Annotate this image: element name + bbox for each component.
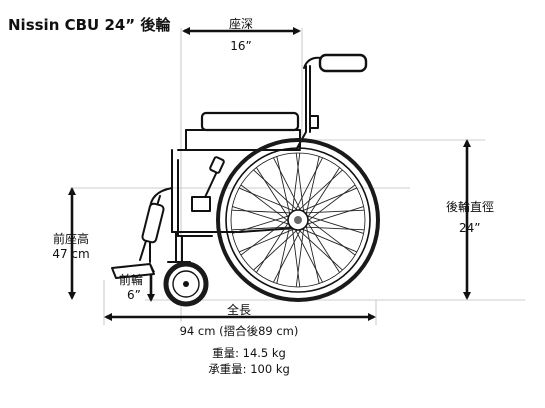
wheel-spoke — [256, 167, 291, 221]
wheel-spoke — [296, 227, 343, 271]
armrest-pad — [200, 111, 300, 132]
wheel-spoke — [253, 227, 300, 271]
wheel-spoke — [238, 187, 297, 213]
wheel-spoke — [240, 184, 291, 224]
front-caster — [163, 261, 209, 307]
wheel-spoke — [240, 216, 291, 256]
wheel-spoke — [305, 167, 340, 221]
footrest-grip — [141, 202, 165, 244]
push-handle — [318, 53, 368, 73]
wheel-spoke — [305, 222, 320, 284]
wheel-spoke — [276, 222, 291, 284]
wheel-spoke — [273, 157, 303, 214]
wheel-spoke — [305, 184, 356, 224]
wheel-spoke — [253, 169, 300, 213]
front-wheel-label: 前輪 — [119, 273, 144, 287]
seat-depth-value: 16” — [230, 39, 252, 53]
front-seat-height-value: 47 cm — [52, 247, 90, 261]
rear-wheel-label: 後輪直徑 — [446, 200, 495, 214]
total-length-value: 94 cm (摺合後89 cm) — [179, 324, 299, 338]
wheel-spoke — [299, 227, 358, 253]
wheel-spoke — [305, 156, 320, 218]
rear-wheel — [216, 138, 380, 302]
diagram-title: Nissin CBU 24” 後輪 — [8, 16, 171, 34]
weight-spec: 重量: 14.5 kg — [212, 346, 286, 360]
wheel-spoke — [273, 226, 303, 283]
footplate — [111, 263, 155, 279]
wheel-spoke — [305, 219, 340, 273]
wheel-spoke — [232, 214, 293, 234]
wheel-spoke — [301, 209, 365, 214]
chair-frame — [111, 53, 368, 279]
wheel-spoke — [232, 206, 293, 226]
wheel-spoke — [303, 214, 364, 234]
wheel-spoke — [296, 169, 343, 213]
wheel-spoke — [231, 226, 295, 231]
front-wheel-value: 6” — [127, 288, 141, 302]
wheel-spoke — [299, 187, 358, 213]
front-seat-height-label: 前座高 — [52, 232, 89, 246]
wheel-spoke — [303, 206, 364, 226]
wheel-spoke — [295, 152, 305, 215]
wheel-spoke — [231, 209, 295, 214]
wheel-spoke — [238, 227, 297, 253]
wheel-spoke — [291, 225, 301, 288]
wheel-spoke — [256, 219, 291, 273]
rear-wheel-value: 24” — [459, 221, 481, 235]
wheel-spoke — [291, 152, 301, 215]
total-length-label: 全長 — [226, 303, 251, 317]
wheel-spoke — [293, 157, 323, 214]
wheel-spoke — [305, 216, 356, 256]
wheel-spoke — [276, 156, 291, 218]
load-capacity-spec: 承重量: 100 kg — [208, 362, 290, 376]
wheel-spoke — [301, 226, 365, 231]
wheel-spoke — [295, 225, 305, 288]
seat-depth-label: 座深 — [228, 17, 253, 31]
wheel-spoke — [293, 226, 323, 283]
